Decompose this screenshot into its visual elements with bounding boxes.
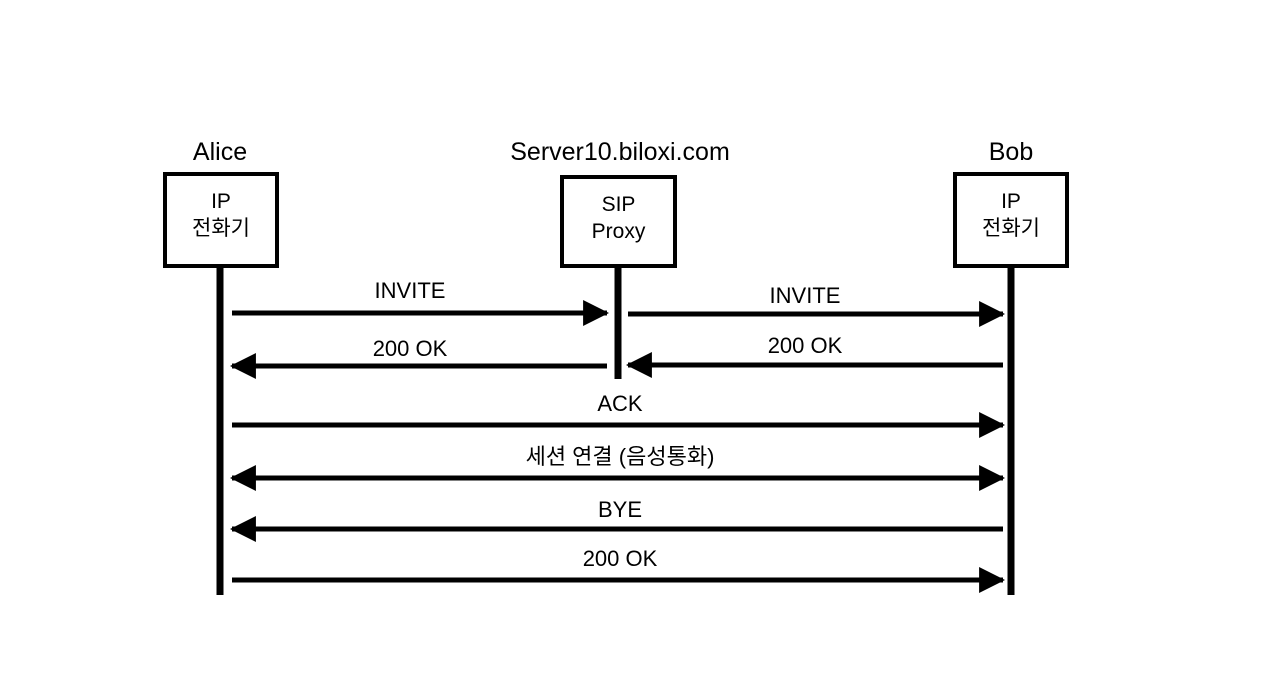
actor-box-label-line1-alice: IP xyxy=(211,190,231,213)
actor-box-label-line2-bob: 전화기 xyxy=(982,217,1040,240)
actor-box-alice xyxy=(163,172,279,268)
actor-box-label-line2-sip-proxy: Proxy xyxy=(591,220,646,243)
msg-session-established-label: 세션 연결 (음성통화) xyxy=(525,444,715,469)
actor-title-alice: Alice xyxy=(192,138,248,166)
actor-box-label-line1-bob: IP xyxy=(1001,190,1021,213)
actor-box-label-line1-sip-proxy: SIP xyxy=(601,193,636,216)
lifelines-group xyxy=(216,265,1015,595)
msg-invite-alice-proxy-label: INVITE xyxy=(374,278,446,303)
actor-boxes-group xyxy=(163,172,1069,268)
actor-title-sip-proxy: Server10.biloxi.com xyxy=(510,138,730,166)
actor-box-label-sip-proxy: SIP Proxy xyxy=(562,191,675,245)
msg-invite-proxy-bob-label: INVITE xyxy=(769,283,841,308)
msg-200ok-proxy-alice-label: 200 OK xyxy=(372,336,448,361)
actor-box-label-line2-alice: 전화기 xyxy=(192,217,250,240)
msg-200ok-bob-proxy-label: 200 OK xyxy=(767,333,843,358)
actor-box-bob xyxy=(953,172,1069,268)
msg-ack-alice-bob-label: ACK xyxy=(597,391,643,416)
actor-box-label-bob: IP 전화기 xyxy=(955,188,1067,242)
msg-bye-bob-alice-label: BYE xyxy=(597,497,643,522)
actor-box-label-alice: IP 전화기 xyxy=(165,188,277,242)
message-arrows-group xyxy=(229,300,1006,593)
actor-title-bob: Bob xyxy=(988,138,1034,166)
actor-box-sip-proxy xyxy=(560,175,677,268)
msg-200ok-alice-bob-label: 200 OK xyxy=(582,546,658,571)
